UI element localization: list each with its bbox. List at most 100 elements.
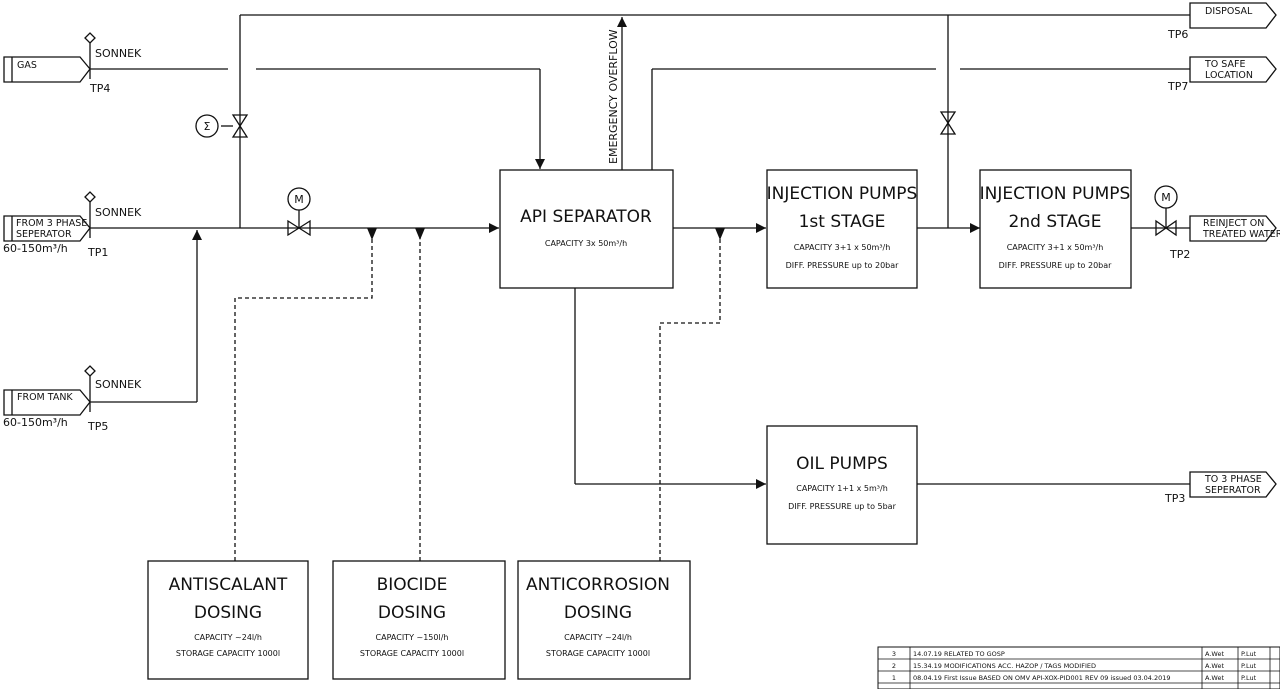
motor-valve-reinject-icon[interactable] [1155,219,1177,237]
injection-pumps-1-stage: 1st STAGE [799,212,886,232]
flag-to-3-label-a: TO 3 PHASE [1204,474,1262,485]
injection-pumps-2-title: INJECTION PUMPS [980,184,1131,204]
injection-pumps-1-box[interactable]: INJECTION PUMPS 1st STAGE CAPACITY 3+1 x… [766,169,918,289]
rev-row-2-text: 08.04.19 First Issue BASED ON OMV API-XO… [913,674,1171,682]
anticorrosion-dosing-box[interactable]: ANTICORROSION DOSING CAPACITY ~24l/h STO… [517,560,691,680]
injection-pumps-2-box[interactable]: INJECTION PUMPS 2nd STAGE CAPACITY 3+1 x… [979,169,1132,289]
flag-reinject-label-b: TREATED WATER [1202,229,1280,240]
valve-vertical-right-icon[interactable] [939,111,957,135]
antiscalant-dosing-box[interactable]: ANTISCALANT DOSING CAPACITY ~24l/h STORA… [147,560,309,680]
biocide-dosing-box[interactable]: BIOCIDE DOSING CAPACITY ~150l/h STORAGE … [332,560,506,680]
sample-points: SONNEK TP4 SONNEK TP1 SONNEK TP5 TP6 TP7… [84,28,1190,505]
biocide-capacity: CAPACITY ~150l/h [376,633,449,642]
valves: Σ M M [195,111,1178,237]
rev-row-2-number: 1 [892,674,896,682]
revision-block-frame [877,646,1280,689]
tp5-label: TP5 [87,420,108,433]
flag-to-3-label-b: SEPERATOR [1205,485,1261,496]
antiscalant-title: ANTISCALANT [169,575,288,595]
anticorrosion-dosing-rect [517,560,691,680]
injection-pumps-2-pressure: DIFF. PRESSURE up to 20bar [999,261,1113,270]
tp1-label: TP1 [87,246,108,259]
api-separator-title: API SEPARATOR [520,207,652,227]
rev-row-2-by: A.Wet [1205,674,1224,682]
flag-from-tank[interactable] [3,389,91,416]
injection-pumps-2-rect [979,169,1132,289]
antiscalant-dosing-rect [147,560,309,680]
sonnek-tp5-icon [84,365,96,377]
anticorrosion-storage: STORAGE CAPACITY 1000l [546,649,650,658]
arrow-antiscalant [367,228,377,240]
rev-row-2-checked: P.Lut [1241,674,1257,682]
oil-pumps-box[interactable]: OIL PUMPS CAPACITY 1+1 x 5m³/h DIFF. PRE… [766,425,918,545]
biocide-title: BIOCIDE [377,575,448,595]
tp6-label: TP6 [1167,28,1188,41]
oil-pumps-capacity: CAPACITY 1+1 x 5m³/h [796,484,888,493]
injection-pumps-2-capacity: CAPACITY 3+1 x 50m³/h [1007,243,1104,252]
injection-pumps-1-title: INJECTION PUMPS [767,184,918,204]
dosing-lines [234,228,725,561]
api-separator-rect [499,169,674,289]
rev-row-1-checked: P.Lut [1241,662,1257,670]
line-antiscalant [234,232,373,561]
flag-from-tank-label: FROM TANK [17,392,73,403]
biocide-storage: STORAGE CAPACITY 1000l [360,649,464,658]
flow-rate-feed: 60-150m³/h [3,242,68,255]
sonnek-tp4-icon [84,32,96,44]
flag-safe-location[interactable] [1189,56,1277,83]
tp2-label: TP2 [1169,248,1190,261]
sonnek-tp1-label: SONNEK [95,206,142,219]
rev-row-1-by: A.Wet [1205,662,1224,670]
injection-pumps-1-capacity: CAPACITY 3+1 x 50m³/h [794,243,891,252]
flow-rate-tank: 60-150m³/h [3,416,68,429]
tp4-label: TP4 [89,82,110,95]
rev-row-0-text: 14.07.19 RELATED TO GOSP [913,650,1005,658]
oil-pumps-title: OIL PUMPS [796,454,888,474]
rev-row-1-number: 2 [892,662,896,670]
anticorrosion-capacity: CAPACITY ~24l/h [564,633,632,642]
antiscalant-storage: STORAGE CAPACITY 1000l [176,649,280,658]
arrow-anticorrosion [715,228,725,240]
antiscalant-capacity: CAPACITY ~24l/h [194,633,262,642]
sonnek-tp4-label: SONNEK [95,47,142,60]
flag-safe-label-b: LOCATION [1205,70,1253,81]
flag-disposal[interactable] [1189,2,1277,29]
anticorrosion-title: ANTICORROSION [526,575,670,595]
api-separator-capacity: CAPACITY 3x 50m³/h [545,239,627,248]
motor-reinject-label: M [1161,191,1171,204]
flag-reinject-label-a: REINJECT ON [1203,218,1264,229]
injection-pumps-2-stage: 2nd STAGE [1009,212,1102,232]
flag-from-3-label-b: SEPERATOR [16,229,72,240]
flag-safe-label-a: TO SAFE [1204,59,1245,70]
antiscalant-dosing-label: DOSING [194,603,262,623]
rev-row-1-text: 15.34.19 MODIFICATIONS ACC. HAZOP / TAGS… [913,662,1096,670]
sigma-label: Σ [204,120,211,133]
flag-reinject[interactable] [1189,215,1277,242]
rev-row-0-by: A.Wet [1205,650,1224,658]
oil-pumps-pressure: DIFF. PRESSURE up to 5bar [788,502,896,511]
offpage-flags: GAS FROM 3 PHASE SEPERATOR 60-150m³/h FR… [3,2,1280,498]
motor-feed-icon [287,187,311,211]
flag-disposal-label: DISPOSAL [1205,6,1253,17]
flag-from-3-phase[interactable] [3,215,91,242]
flag-from-3-label-a: FROM 3 PHASE [16,218,87,229]
arrow-biocide [415,228,425,240]
sonnek-tp5-label: SONNEK [95,378,142,391]
revision-block: 3 14.07.19 RELATED TO GOSP A.Wet P.Lut 2… [877,646,1280,689]
flag-to-3-phase[interactable] [1189,471,1277,498]
biocide-dosing-label: DOSING [378,603,446,623]
motor-feed-label: M [294,193,304,206]
injection-pumps-1-pressure: DIFF. PRESSURE up to 20bar [786,261,900,270]
flag-gas[interactable] [3,56,91,83]
api-separator-box[interactable]: API SEPARATOR CAPACITY 3x 50m³/h [499,169,674,289]
tp7-label: TP7 [1167,80,1188,93]
valve-vertical-left-icon[interactable] [231,114,249,138]
sonnek-tp1-icon [84,191,96,203]
rev-row-0-number: 3 [892,650,896,658]
injection-pumps-1-rect [766,169,918,289]
tp3-label: TP3 [1164,492,1185,505]
sigma-actuator-icon [195,114,219,138]
motor-valve-feed-icon[interactable] [287,219,311,237]
rev-row-0-checked: P.Lut [1241,650,1257,658]
